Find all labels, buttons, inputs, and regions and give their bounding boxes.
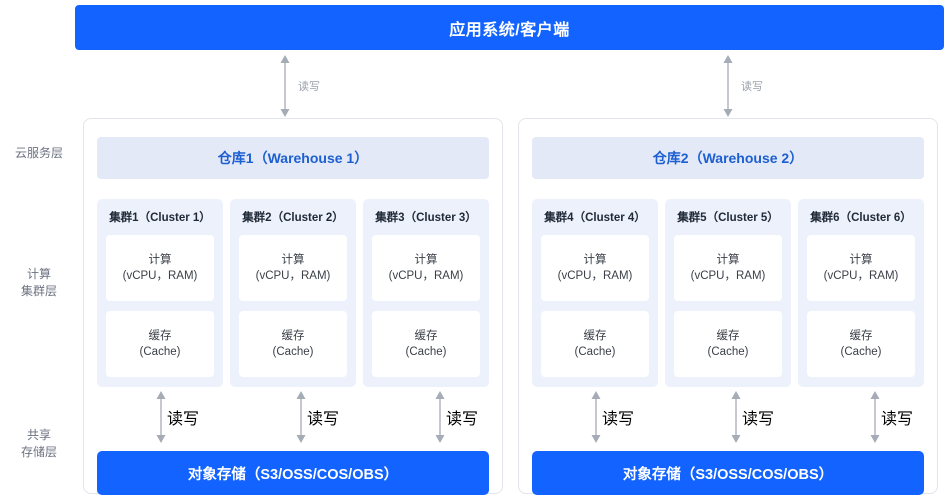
cache-label: 缓存: [148, 330, 172, 342]
connector-label: 读写: [742, 411, 775, 428]
cluster-card-2[interactable]: 集群2（Cluster 2） 计算 (vCPU，RAM) 缓存 (Cache): [230, 199, 356, 387]
cache-spec: (Cache): [272, 346, 314, 358]
cluster-4-title: 集群4（Cluster 4）: [544, 212, 646, 224]
warehouse-2-title: 仓库2（Warehouse 2）: [652, 150, 804, 166]
connector-label: 读写: [602, 411, 635, 428]
cluster-4-cache-box: 缓存 (Cache): [541, 311, 649, 377]
cache-spec: (Cache): [707, 346, 749, 358]
cluster-card-6[interactable]: 集群6（Cluster 6） 计算 (vCPU，RAM) 缓存 (Cache): [798, 199, 924, 387]
connector-label: 读写: [307, 411, 340, 428]
cluster-3-cache-box: 缓存 (Cache): [372, 311, 480, 377]
connector-label: 读写: [881, 411, 914, 428]
client-application-label: 应用系统/客户端: [449, 21, 570, 39]
compute-spec: (vCPU，RAM): [823, 270, 899, 282]
cache-spec: (Cache): [405, 346, 447, 358]
compute-spec: (vCPU，RAM): [122, 270, 198, 282]
double-arrow-icon: [156, 391, 166, 443]
warehouse-1-cluster-row: 集群1（Cluster 1） 计算 (vCPU，RAM) 缓存 (Cache) …: [97, 199, 489, 387]
cluster-1-cache-box: 缓存 (Cache): [106, 311, 214, 377]
layer-label-cloud-service: 云服务层: [14, 146, 63, 160]
cluster-3-compute-box: 计算 (vCPU，RAM): [372, 235, 480, 301]
object-storage-label: 对象存储（S3/OSS/COS/OBS）: [622, 466, 834, 483]
compute-spec: (vCPU，RAM): [690, 270, 766, 282]
warehouse-1-connector-row: 读写 读写 读写: [97, 391, 489, 451]
cache-label: 缓存: [716, 330, 740, 342]
double-arrow-icon: [591, 391, 601, 443]
connector-label: 读写: [298, 81, 320, 93]
cluster-6-compute-box: 计算 (vCPU，RAM): [807, 235, 915, 301]
warehouse-2-connector-row: 读写 读写 读写: [532, 391, 924, 451]
connector-cluster-4-to-storage: 读写: [590, 391, 634, 443]
layer-label-compute-cluster: 计算 集群层: [20, 267, 57, 298]
cluster-5-cache-box: 缓存 (Cache): [674, 311, 782, 377]
connector-cluster-3-to-storage: 读写: [434, 391, 478, 443]
cache-label: 缓存: [414, 330, 438, 342]
cluster-card-5[interactable]: 集群5（Cluster 5） 计算 (vCPU，RAM) 缓存 (Cache): [665, 199, 791, 387]
connector-label: 读写: [167, 411, 200, 428]
object-storage-label: 对象存储（S3/OSS/COS/OBS）: [187, 466, 399, 483]
compute-spec: (vCPU，RAM): [388, 270, 464, 282]
cluster-5-title: 集群5（Cluster 5）: [677, 212, 779, 224]
compute-label: 计算: [414, 254, 438, 266]
cluster-6-cache-box: 缓存 (Cache): [807, 311, 915, 377]
client-application-banner: 应用系统/客户端: [75, 5, 944, 50]
cache-label: 缓存: [281, 330, 305, 342]
cluster-3-title: 集群3（Cluster 3）: [375, 212, 477, 224]
cache-label: 缓存: [849, 330, 873, 342]
warehouse-1-container: 仓库1（Warehouse 1） 集群1（Cluster 1） 计算 (vCPU…: [83, 118, 503, 495]
cache-spec: (Cache): [574, 346, 616, 358]
cache-spec: (Cache): [840, 346, 882, 358]
cluster-card-4[interactable]: 集群4（Cluster 4） 计算 (vCPU，RAM) 缓存 (Cache): [532, 199, 658, 387]
warehouse-2-object-storage-bar: 对象存储（S3/OSS/COS/OBS）: [532, 451, 924, 495]
layer-label-shared-storage: 共享 存储层: [20, 428, 57, 459]
warehouse-1-object-storage-bar: 对象存储（S3/OSS/COS/OBS）: [97, 451, 489, 495]
double-arrow-icon: [435, 391, 445, 443]
cluster-2-cache-box: 缓存 (Cache): [239, 311, 347, 377]
double-arrow-icon: [723, 55, 733, 117]
cluster-5-compute-box: 计算 (vCPU，RAM): [674, 235, 782, 301]
warehouse-2-cluster-row: 集群4（Cluster 4） 计算 (vCPU，RAM) 缓存 (Cache) …: [532, 199, 924, 387]
connector-label: 读写: [741, 81, 763, 93]
cluster-card-1[interactable]: 集群1（Cluster 1） 计算 (vCPU，RAM) 缓存 (Cache): [97, 199, 223, 387]
cache-spec: (Cache): [139, 346, 181, 358]
compute-label: 计算: [716, 254, 740, 266]
double-arrow-icon: [280, 55, 290, 117]
cluster-4-compute-box: 计算 (vCPU，RAM): [541, 235, 649, 301]
warehouse-2-header: 仓库2（Warehouse 2）: [532, 137, 924, 179]
connector-client-to-warehouse-2: 读写: [722, 55, 763, 117]
warehouse-2-container: 仓库2（Warehouse 2） 集群4（Cluster 4） 计算 (vCPU…: [518, 118, 938, 495]
compute-spec: (vCPU，RAM): [557, 270, 633, 282]
warehouse-1-title: 仓库1（Warehouse 1）: [217, 150, 369, 166]
cluster-6-title: 集群6（Cluster 6）: [810, 212, 912, 224]
connector-client-to-warehouse-1: 读写: [279, 55, 320, 117]
connector-cluster-5-to-storage: 读写: [730, 391, 774, 443]
connector-cluster-6-to-storage: 读写: [869, 391, 913, 443]
cluster-1-title: 集群1（Cluster 1）: [109, 212, 211, 224]
connector-label: 读写: [446, 411, 479, 428]
double-arrow-icon: [870, 391, 880, 443]
compute-label: 计算: [583, 254, 607, 266]
connector-cluster-1-to-storage: 读写: [155, 391, 199, 443]
double-arrow-icon: [731, 391, 741, 443]
cluster-1-compute-box: 计算 (vCPU，RAM): [106, 235, 214, 301]
cluster-2-compute-box: 计算 (vCPU，RAM): [239, 235, 347, 301]
compute-spec: (vCPU，RAM): [255, 270, 331, 282]
cluster-2-title: 集群2（Cluster 2）: [242, 212, 344, 224]
connector-cluster-2-to-storage: 读写: [295, 391, 339, 443]
cluster-card-3[interactable]: 集群3（Cluster 3） 计算 (vCPU，RAM) 缓存 (Cache): [363, 199, 489, 387]
cache-label: 缓存: [583, 330, 607, 342]
compute-label: 计算: [849, 254, 873, 266]
compute-label: 计算: [148, 254, 172, 266]
compute-label: 计算: [281, 254, 305, 266]
warehouse-1-header: 仓库1（Warehouse 1）: [97, 137, 489, 179]
double-arrow-icon: [296, 391, 306, 443]
